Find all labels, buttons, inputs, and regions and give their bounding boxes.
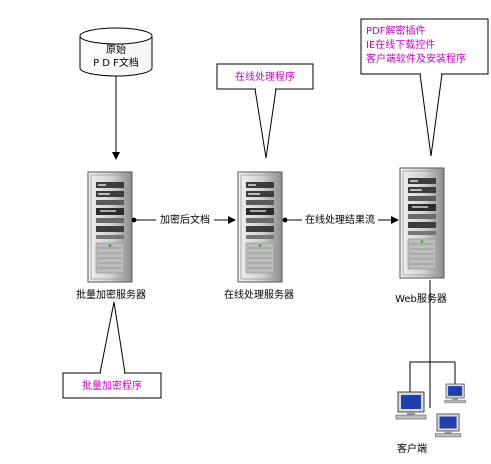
callout-batch-program: 批量加密程序 (62, 301, 162, 399)
online-server-label: 在线处理服务器 (224, 288, 294, 301)
edge-label-online-result: 在线处理结果流 (305, 213, 375, 226)
batch-server-label: 批量加密服务器 (76, 288, 146, 301)
pdf-doc-label-line1: 原始 (106, 43, 126, 56)
edge-label-encrypted-doc: 加密后文档 (160, 213, 210, 226)
client-label: 客户端 (397, 442, 427, 455)
callout-web-items: PDF解密插件 IE在线下载控件 客户端软件及安装程序 (360, 18, 489, 157)
arrowhead-online-result (391, 216, 399, 224)
edge-label-bg-result (302, 212, 378, 226)
callout-online-program-text: 在线处理程序 (235, 70, 295, 83)
callout-web-item-3: 客户端软件及安装程序 (366, 52, 466, 65)
callout-web-item-2: IE在线下载控件 (366, 38, 435, 51)
edge-label-bg-encrypted (156, 212, 214, 226)
client-computer-icon-2 (444, 383, 466, 404)
client-computer-icon-1 (395, 391, 427, 420)
web-server-icon (399, 167, 445, 279)
arrowhead-encrypted-doc (228, 216, 236, 224)
pdf-doc-label-line2: P D F文档 (93, 56, 139, 69)
client-network (409, 280, 456, 408)
web-server-label: Web服务器 (395, 292, 447, 305)
client-computer-icon-3 (434, 413, 462, 438)
callout-batch-program-text: 批量加密程序 (82, 379, 142, 392)
online-processing-server-icon (237, 171, 283, 283)
callout-online-program: 在线处理程序 (216, 63, 314, 159)
pdf-document-cylinder: 原始 P D F文档 (79, 27, 153, 77)
batch-encryption-server-icon (87, 171, 133, 283)
arrowhead-pdf-to-batch (112, 152, 120, 160)
callout-web-item-1: PDF解密插件 (366, 24, 425, 37)
